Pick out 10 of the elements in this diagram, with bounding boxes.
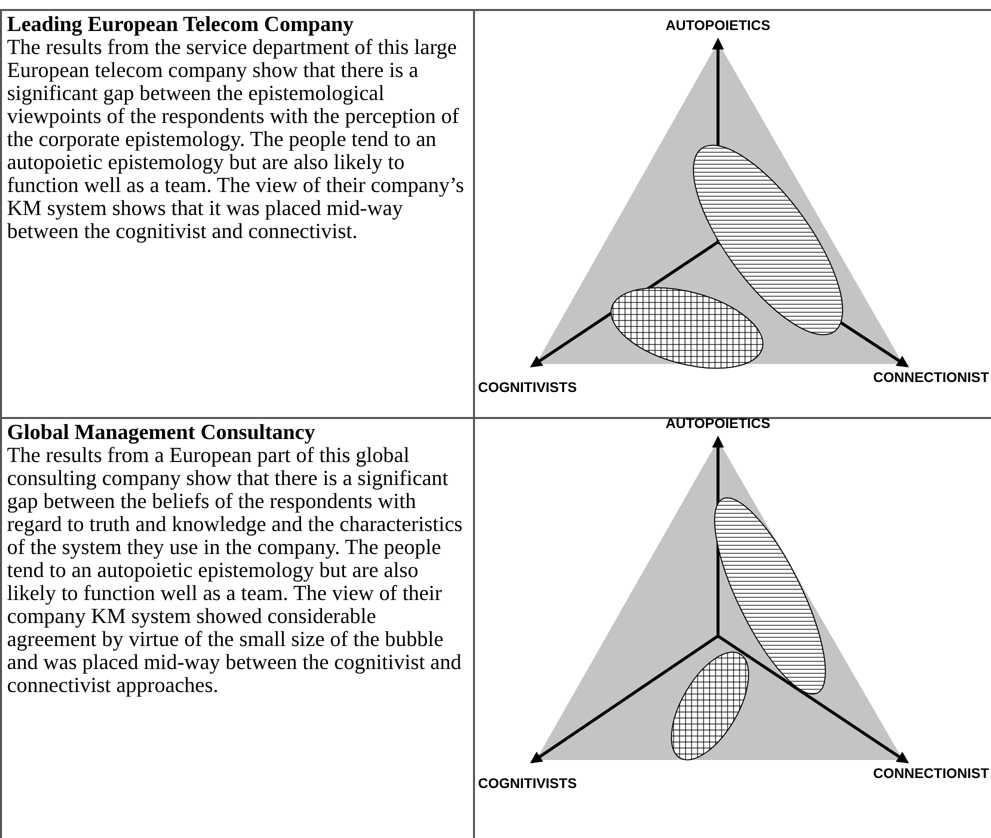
axis-label: AUTOPOIETICS <box>666 414 770 432</box>
cell-paragraph: The results from a European part of this global consulting company show that there is a significant gap between the beliefs of the respondents with regard to truth and knowledge and the characteristics of the system they use in the company. The people tend to an autopoietic epistemology but are also likely to function well as a team. The view of their company KM system showed considerable agreement by virtue of the small size of the bubble and was placed mid-way between the cognitivist and connectivist approaches. <box>7 444 464 697</box>
cell-heading: Leading European Telecom Company <box>7 13 355 36</box>
axis-label: COGNITIVISTS <box>478 378 577 396</box>
axis-label: CONNECTIONIST <box>873 764 989 782</box>
axis-label: AUTOPOIETICS <box>666 16 770 34</box>
axis-label: CONNECTIONIST <box>873 368 989 386</box>
axis-label: COGNITIVISTS <box>478 774 577 792</box>
cell-heading: Global Management Consultancy <box>7 421 316 444</box>
cell-paragraph: The results from the service department of this large European telecom company show that there is a significant gap between the epistemological viewpoints of the respondents with the perception of the corporate epistemology. The people tend to an autopoietic epistemology but are also likely to function well as a team. The view of their company’s KM system shows that it was placed mid-way between the cognitivist and connectivist. <box>7 36 465 243</box>
